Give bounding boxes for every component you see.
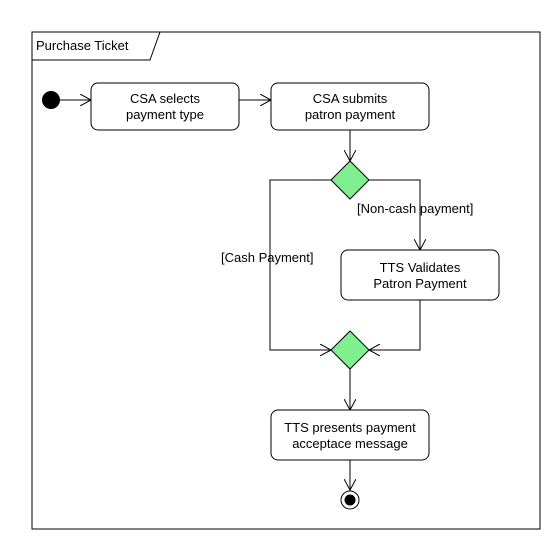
guard-non-cash: [Non-cash payment] xyxy=(357,201,473,216)
action-select-payment-type: CSA selects payment type xyxy=(90,82,240,131)
merge-node xyxy=(330,330,370,370)
frame-title: Purchase Ticket xyxy=(36,38,129,53)
frame-title-tab xyxy=(32,31,161,61)
action-label-line2: patron payment xyxy=(305,107,396,122)
guard-cash: [Cash Payment] xyxy=(221,250,314,265)
edge-validate-to-merge xyxy=(369,300,421,350)
initial-node xyxy=(42,91,60,109)
action-label-line2: acceptace message xyxy=(292,436,408,451)
final-node xyxy=(340,490,360,510)
edge-decision-to-merge-cash xyxy=(269,179,331,350)
action-label-line2: Patron Payment xyxy=(373,276,467,291)
decision-node xyxy=(330,160,370,200)
action-label-line1: CSA submits xyxy=(313,91,388,106)
edge-decision-to-validate xyxy=(369,179,420,250)
action-submit-patron-payment: CSA submits patron payment xyxy=(270,82,430,131)
action-label-line1: CSA selects xyxy=(130,91,201,106)
action-label-line2: payment type xyxy=(126,107,204,122)
action-present-message: TTS presents payment acceptace message xyxy=(270,409,430,461)
action-label-line1: TTS presents payment xyxy=(284,420,416,435)
action-label-line1: TTS Validates xyxy=(380,260,461,275)
frame-border xyxy=(31,31,541,530)
action-validate-payment: TTS Validates Patron Payment xyxy=(340,249,500,301)
